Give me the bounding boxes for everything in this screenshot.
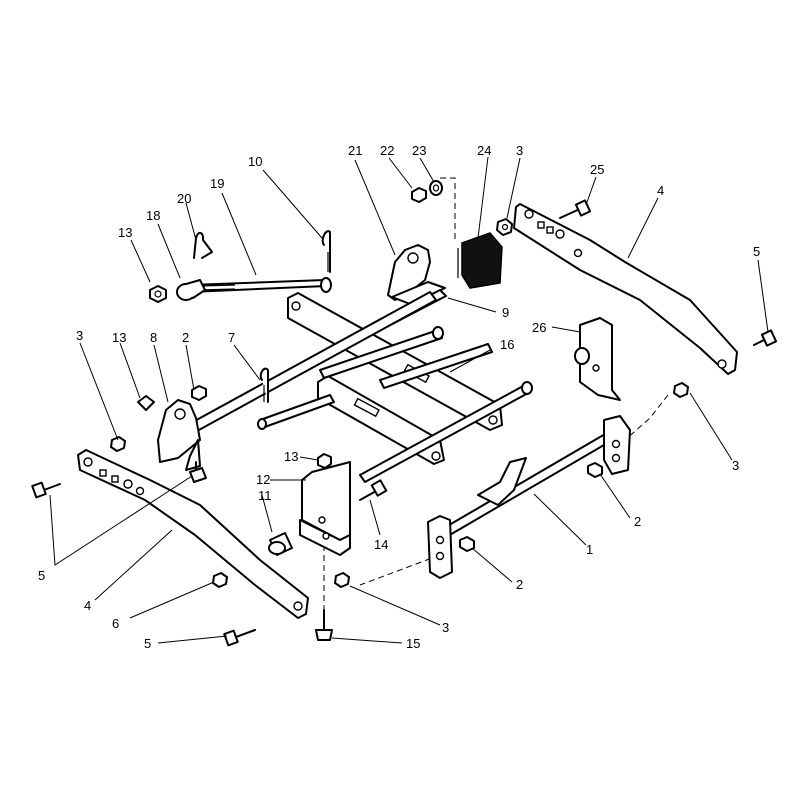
spacer-11 — [268, 532, 293, 556]
nut-2-bottom — [459, 536, 475, 552]
callout-7: 7 — [228, 330, 235, 345]
callout-21: 21 — [348, 143, 362, 158]
callout-8: 8 — [150, 330, 157, 345]
bolt-5-bottom — [223, 629, 256, 647]
callout-4: 4 — [657, 183, 664, 198]
callout-19: 19 — [210, 176, 224, 191]
callout-11: 11 — [258, 488, 272, 503]
nut-2-left — [191, 385, 207, 401]
callout-15: 15 — [406, 636, 420, 651]
bracket-8 — [157, 399, 201, 471]
bolt-15 — [315, 609, 333, 641]
callout-24: 24 — [477, 143, 491, 158]
callout-14: 14 — [374, 537, 388, 552]
callout-13: 13 — [284, 449, 298, 464]
nut-3-right-lower — [673, 382, 689, 398]
callout-12: 12 — [256, 472, 270, 487]
callout-2: 2 — [182, 330, 189, 345]
callout-18: 18 — [146, 208, 160, 223]
nut-3-left — [110, 436, 126, 452]
rubber-pad-24 — [457, 232, 503, 289]
callout-2: 2 — [634, 514, 641, 529]
nut-2-right — [587, 462, 603, 478]
nut-22 — [411, 187, 427, 203]
callouts: 10 19 20 18 13 21 22 23 24 3 25 4 5 9 26… — [38, 143, 760, 651]
hairpin-20 — [193, 232, 213, 259]
callout-5: 5 — [38, 568, 45, 583]
callout-3: 3 — [442, 620, 449, 635]
leader-lines — [49, 156, 769, 644]
bolt-5-right — [753, 329, 778, 347]
bolt-5-left — [31, 481, 61, 499]
nut-3-top-right — [496, 218, 513, 236]
callout-9: 9 — [502, 305, 509, 320]
cross-tubes — [257, 326, 533, 483]
callout-22: 22 — [380, 143, 394, 158]
callout-4: 4 — [84, 598, 91, 613]
callout-16: 16 — [500, 337, 514, 352]
pin-13-left — [137, 395, 155, 411]
callout-2: 2 — [516, 577, 523, 592]
right-hanger-arm — [513, 203, 738, 375]
cotter-pin-10 — [321, 230, 331, 273]
callout-26: 26 — [532, 320, 546, 335]
callout-6: 6 — [112, 616, 119, 631]
callout-5: 5 — [753, 244, 760, 259]
left-hanger-arm — [77, 449, 309, 619]
bolt-25 — [559, 199, 592, 219]
swivel-18 — [176, 279, 206, 301]
callout-13: 13 — [118, 225, 132, 240]
callout-1: 1 — [586, 542, 593, 557]
callout-13: 13 — [112, 330, 126, 345]
callout-23: 23 — [412, 143, 426, 158]
bracket-21 — [387, 244, 446, 305]
callout-3: 3 — [516, 143, 523, 158]
nut-13-center — [317, 453, 332, 469]
callout-20: 20 — [177, 191, 191, 206]
clevis-pin-7 — [259, 367, 269, 403]
nut-6 — [212, 572, 228, 588]
callout-5: 5 — [144, 636, 151, 651]
nut-3-bottom — [334, 572, 350, 588]
bracket-12 — [299, 461, 351, 556]
callout-10: 10 — [248, 154, 262, 169]
nut-13-top — [149, 285, 167, 303]
rod-19 — [189, 277, 332, 293]
washer-23 — [429, 180, 443, 196]
callout-25: 25 — [590, 162, 604, 177]
bracket-26 — [574, 317, 621, 401]
bolt-5-center — [189, 461, 207, 483]
lower-shaft-1 — [427, 415, 631, 579]
callout-3: 3 — [76, 328, 83, 343]
callout-3: 3 — [732, 458, 739, 473]
bolt-14 — [359, 479, 388, 501]
